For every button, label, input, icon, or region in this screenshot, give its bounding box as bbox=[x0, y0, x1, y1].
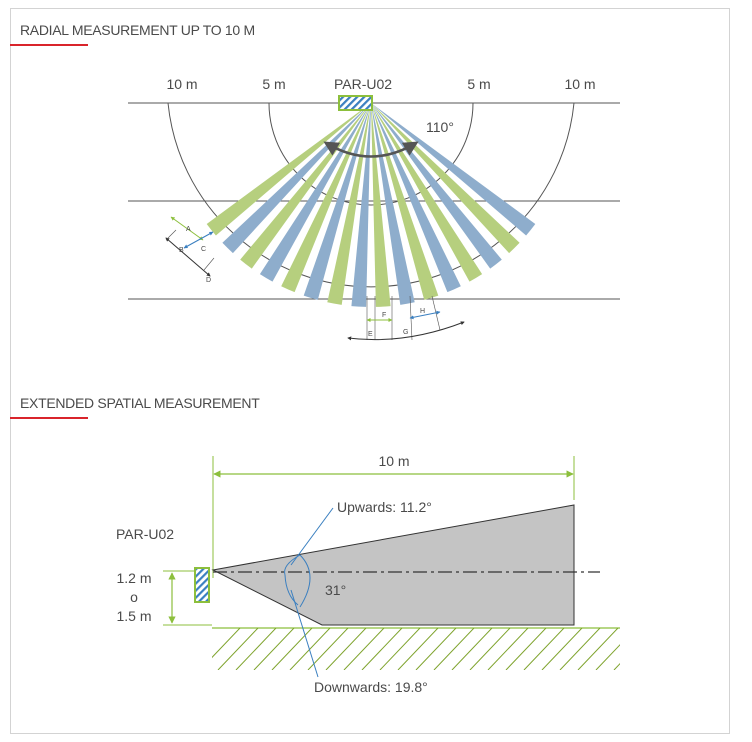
figure-frame bbox=[10, 8, 730, 734]
arc-5m bbox=[268, 102, 474, 206]
ground-hatch-line bbox=[668, 628, 708, 670]
angle-arrow bbox=[323, 141, 419, 158]
label-right-10m: 10 m bbox=[564, 76, 595, 92]
beam bbox=[222, 103, 371, 254]
ground-hatch-line bbox=[415, 628, 457, 670]
extended-section-title: EXTENDED SPATIAL MEASUREMENT bbox=[20, 395, 260, 411]
label-device: PAR-U02 bbox=[334, 76, 392, 92]
bottom-dimensions: E F G H bbox=[347, 295, 465, 341]
ground-hatch-line bbox=[253, 628, 295, 670]
detection-cone bbox=[211, 504, 575, 626]
ground-hatch-line bbox=[632, 628, 672, 670]
total-angle-arc bbox=[299, 554, 311, 608]
dim-a: A bbox=[186, 226, 191, 233]
label-angle-110: 110° bbox=[426, 119, 454, 135]
label-downwards: Downwards: 19.8° bbox=[314, 679, 428, 695]
ground-hatch-line bbox=[235, 628, 277, 670]
label-left-5m: 5 m bbox=[262, 76, 285, 92]
arc-10m bbox=[167, 102, 575, 288]
dim-b: B bbox=[179, 247, 184, 254]
ground-hatch-line bbox=[577, 628, 619, 670]
ground-hatch-line bbox=[613, 662, 620, 670]
ground-hatch-line bbox=[343, 628, 385, 670]
extended-diagram: 10 m Upwards: 11.2° Downwards: 19.8° 31°… bbox=[116, 453, 708, 695]
ground-hatch-line bbox=[451, 628, 493, 670]
ground-hatch-line bbox=[487, 628, 529, 670]
radial-title-underline bbox=[10, 44, 88, 46]
ground-hatch-line bbox=[595, 644, 620, 670]
dim-h: H bbox=[420, 308, 425, 315]
extended-title-underline bbox=[10, 417, 88, 419]
radial-section-title: RADIAL MEASUREMENT UP TO 10 M bbox=[20, 22, 255, 38]
label-total-angle: 31° bbox=[325, 582, 346, 598]
downwards-arc bbox=[284, 574, 299, 606]
beam bbox=[206, 103, 371, 236]
label-height-1: 1.2 m bbox=[116, 570, 151, 586]
label-left-10m: 10 m bbox=[166, 76, 197, 92]
label-upwards: Upwards: 11.2° bbox=[337, 499, 432, 515]
dim-c: C bbox=[201, 246, 206, 253]
ground-hatch-line bbox=[505, 628, 547, 670]
label-height-2: 1.5 m bbox=[116, 608, 151, 624]
ground-hatching bbox=[212, 628, 708, 670]
ground-hatch-line bbox=[523, 628, 565, 670]
dim-d: D bbox=[206, 277, 211, 284]
ground-hatch-line bbox=[559, 628, 601, 670]
beam bbox=[371, 103, 536, 236]
dim-e: E bbox=[368, 331, 373, 338]
ground-hatch-line bbox=[650, 628, 690, 670]
ground-hatch-line bbox=[469, 628, 511, 670]
ground-hatch-line bbox=[217, 628, 259, 670]
upwards-leader bbox=[290, 507, 334, 566]
downwards-leader bbox=[290, 589, 319, 678]
label-device-side: PAR-U02 bbox=[116, 526, 174, 542]
ground-hatch-line bbox=[325, 628, 367, 670]
ground-hatch-line bbox=[397, 628, 439, 670]
dim-f: F bbox=[382, 312, 386, 319]
ground-hatch-line bbox=[379, 628, 421, 670]
beam bbox=[371, 103, 520, 254]
left-dimensions: A B C D bbox=[165, 216, 215, 284]
ground-hatch-line bbox=[541, 628, 583, 670]
label-distance: 10 m bbox=[378, 453, 409, 469]
label-height-or: o bbox=[130, 589, 138, 605]
ground-hatch-line bbox=[289, 628, 331, 670]
ground-hatch-line bbox=[271, 628, 313, 670]
dim-g: G bbox=[403, 329, 408, 336]
ground-hatch-line bbox=[361, 628, 403, 670]
device-sensor-side bbox=[194, 567, 210, 603]
ground-hatch-line bbox=[307, 628, 349, 670]
ground-hatch-line bbox=[212, 628, 241, 659]
device-sensor bbox=[338, 95, 373, 111]
label-right-5m: 5 m bbox=[467, 76, 490, 92]
ground-hatch-line bbox=[433, 628, 475, 670]
radial-diagram: 10 m 5 m PAR-U02 5 m 10 m 110° A B C D bbox=[128, 76, 620, 341]
